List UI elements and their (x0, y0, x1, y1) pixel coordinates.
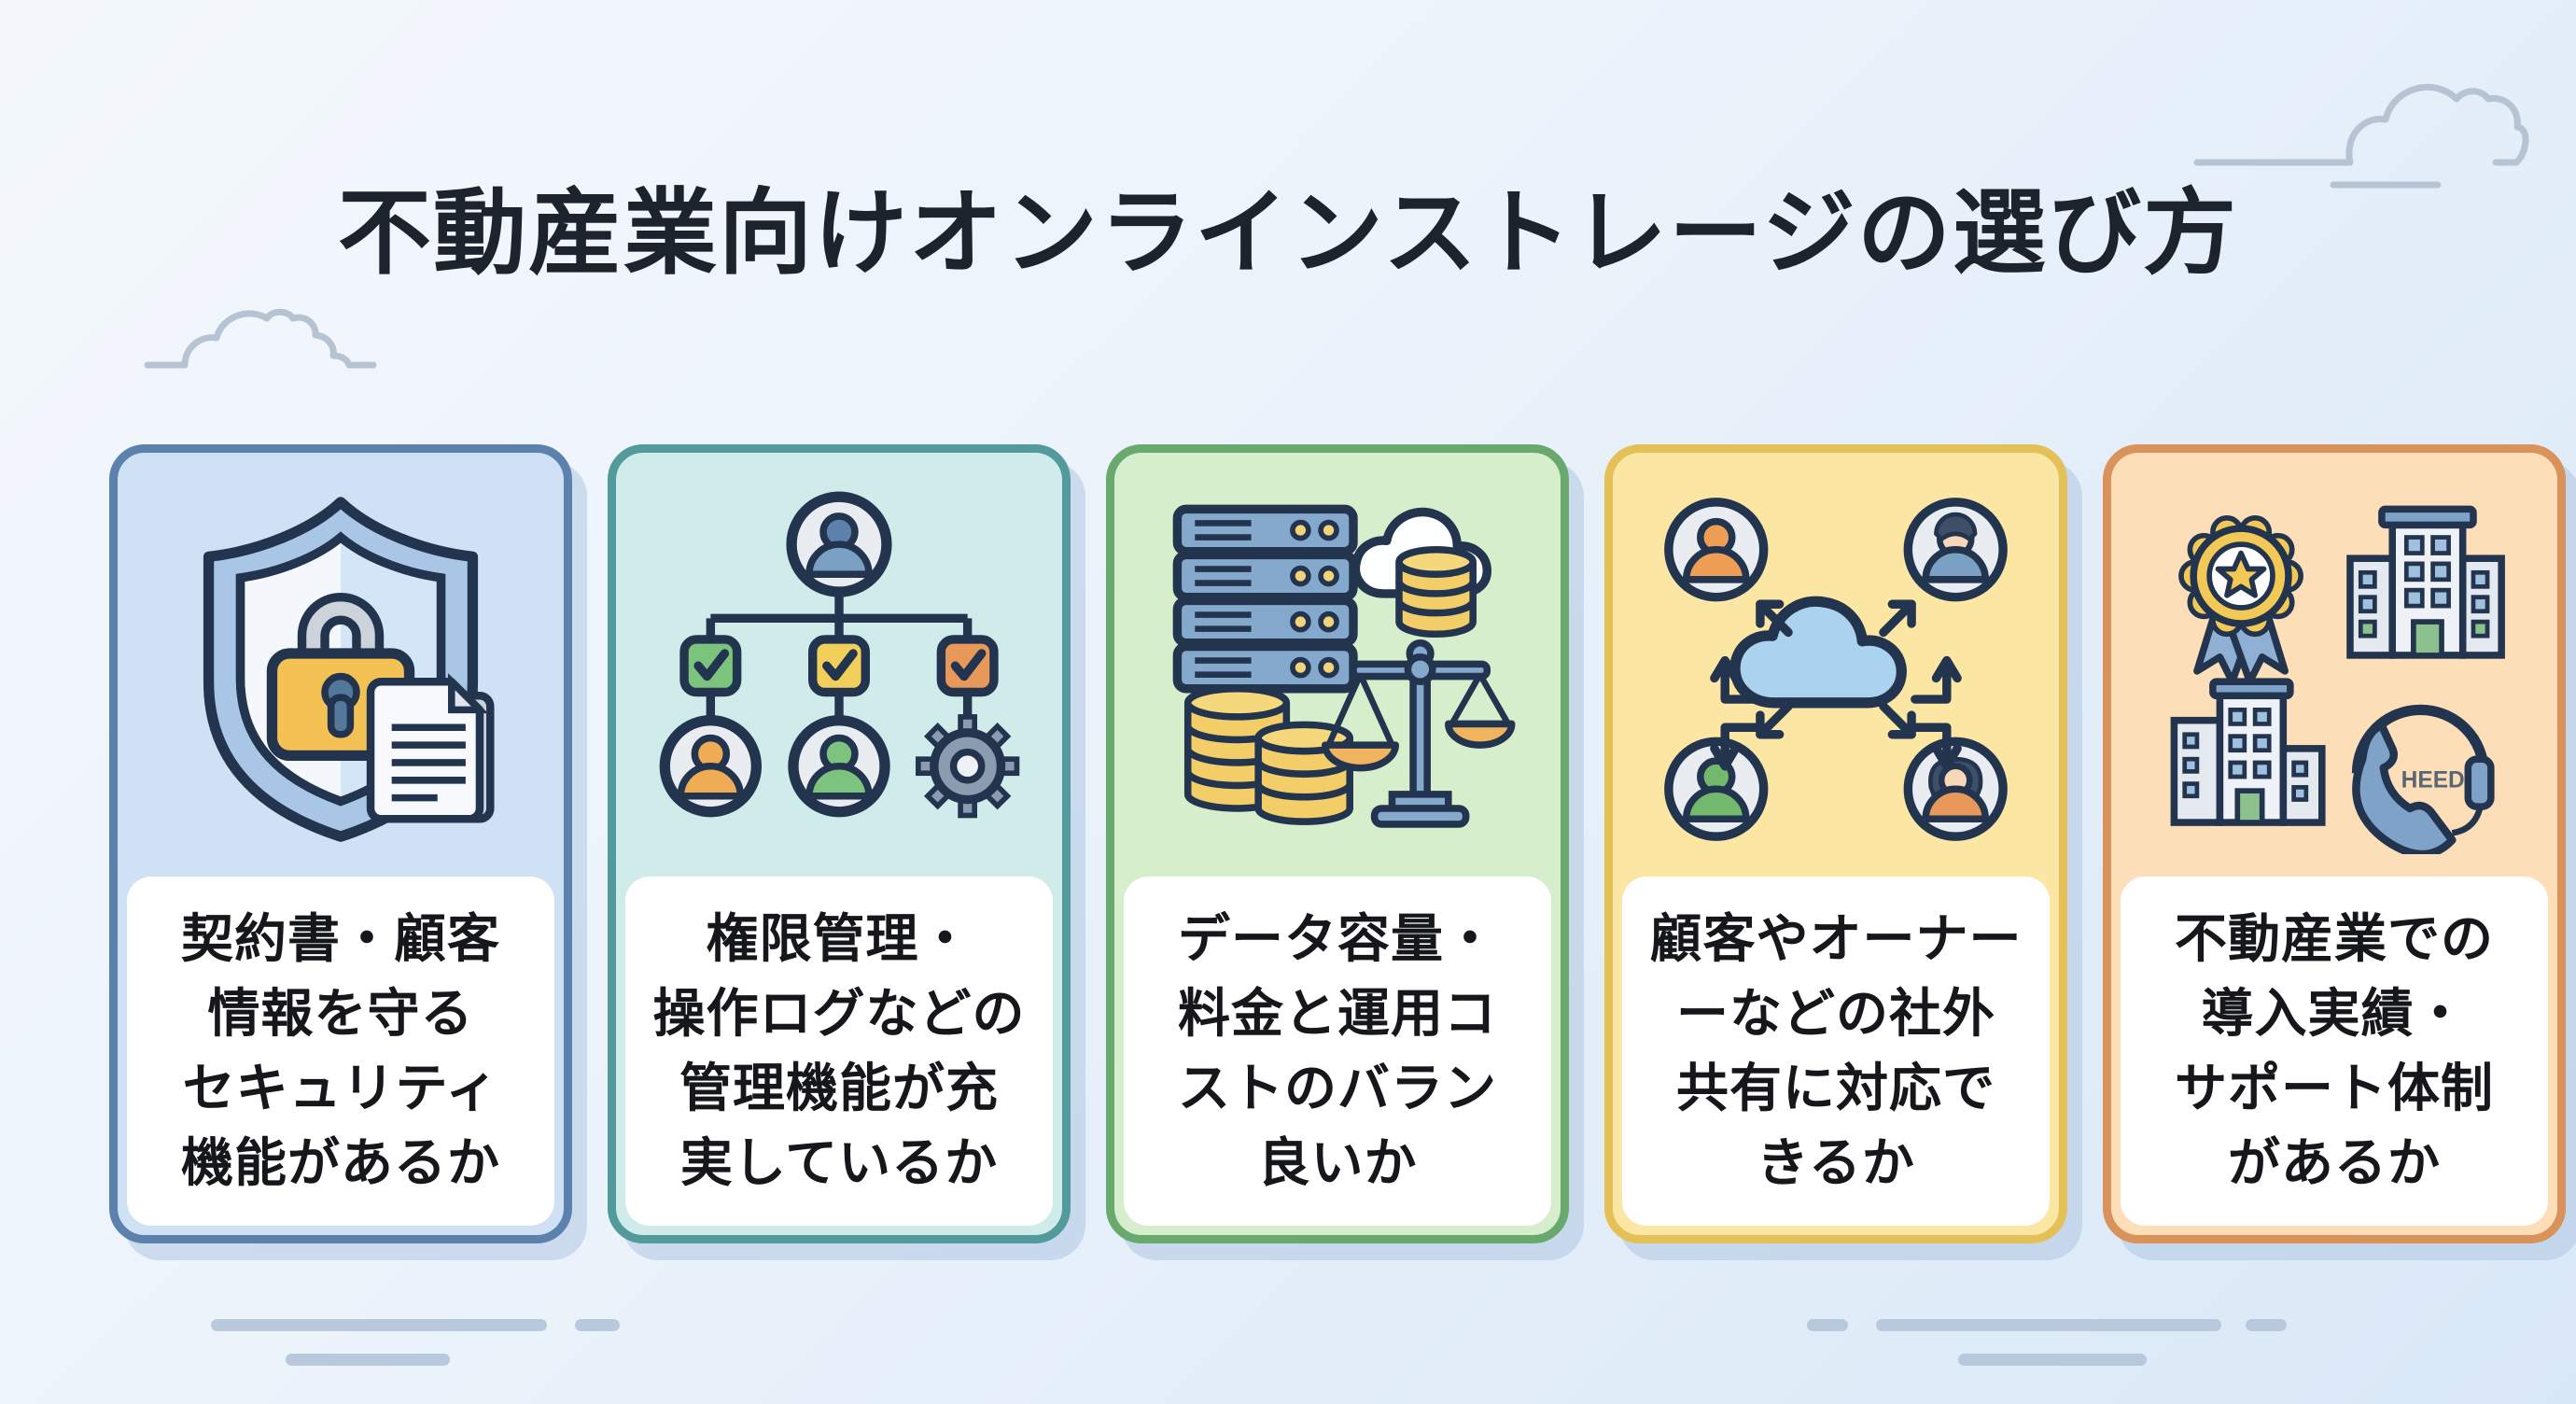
card-security: 契約書・顧客 情報を守る セキュリティ 機能があるか (109, 444, 572, 1243)
office-building-icon (2346, 505, 2505, 659)
ground-line (286, 1354, 450, 1366)
cloud-storage-coins-icon (1351, 507, 1491, 639)
card-caption-panel: 不動産業での 導入実績・ サポート体制 があるか (2121, 877, 2548, 1226)
ground-line (1876, 1319, 2221, 1331)
criteria-card-row: 契約書・顧客 情報を守る セキュリティ 機能があるか (109, 444, 2566, 1243)
gear-icon (916, 714, 1020, 819)
card-track-record-support: HEED 不動産業での 導入実績・ サポート体制 があるか (2103, 444, 2566, 1243)
office-buildings-icon (2170, 678, 2326, 826)
page-title: 不動産業向けオンラインストレージの選び方 (338, 181, 2238, 286)
ground-line (575, 1319, 620, 1331)
card-caption-panel: 権限管理・ 操作ログなどの 管理機能が充 実しているか (625, 877, 1053, 1226)
shield-lock-document-icon (203, 497, 495, 842)
balance-scale-icon (1322, 639, 1516, 828)
award-buildings-support-icon: HEED (2170, 505, 2505, 854)
card-cost-balance: データ容量・ 料金と運用コ ストのバラン 良いか (1106, 444, 1569, 1243)
award-ribbon-icon (2178, 515, 2303, 685)
ground-line (1807, 1319, 1848, 1331)
cloud-share-users-icon (1664, 498, 2008, 841)
card-admin-controls: 権限管理・ 操作ログなどの 管理機能が充 実しているか (608, 444, 1071, 1243)
ground-line (2246, 1319, 2287, 1331)
server-rack-icon (1172, 504, 1358, 694)
phone-support-icon: HEED (2351, 704, 2495, 854)
coin-stacks-icon (1183, 684, 1353, 825)
card-caption-panel: 契約書・顧客 情報を守る セキュリティ 機能があるか (127, 877, 554, 1226)
phone-artifact-text: HEED (2401, 767, 2465, 793)
server-cost-balance-icon (1172, 504, 1516, 828)
card-caption-panel: データ容量・ 料金と運用コ ストのバラン 良いか (1124, 877, 1551, 1226)
card-external-sharing: 顧客やオーナー ーなどの社外 共有に対応で きるか (1604, 444, 2067, 1243)
org-chart-permissions-icon (659, 491, 1020, 819)
ground-line (211, 1319, 547, 1331)
cloud-outline-top-left-icon (144, 308, 377, 369)
card-caption-panel: 顧客やオーナー ーなどの社外 共有に対応で きるか (1622, 877, 2050, 1226)
ground-line (1958, 1354, 2147, 1366)
